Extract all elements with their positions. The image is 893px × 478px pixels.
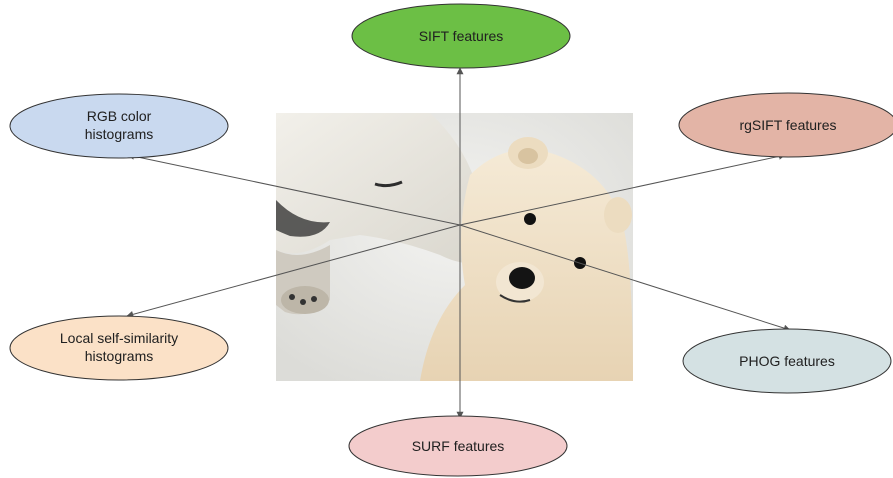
arrow-to-lss [126, 224, 461, 318]
node-rgsift: rgSIFT features [678, 92, 893, 158]
node-phog-ellipse [682, 328, 892, 394]
node-phog-label: PHOG features [739, 353, 835, 369]
node-rgsift-ellipse [678, 92, 893, 158]
node-sift: SIFT features [351, 3, 571, 69]
node-lss-ellipse [9, 315, 229, 381]
node-surf: SURF features [348, 415, 568, 477]
arrow-to-rgb [127, 152, 461, 226]
arrow-to-phog [459, 224, 791, 332]
node-lss-label-line2: histograms [85, 348, 153, 364]
node-lss: Local self-similarity histograms [9, 315, 229, 381]
node-rgb-label-line2: histograms [85, 126, 153, 142]
node-lss-label-line1: Local self-similarity [60, 330, 178, 346]
polar-bear-photo [276, 113, 633, 381]
node-sift-label: SIFT features [419, 28, 504, 44]
arrow-to-rgsift [459, 152, 786, 226]
node-phog: PHOG features [682, 328, 892, 394]
arrow-group [126, 67, 791, 419]
node-surf-label: SURF features [412, 438, 505, 454]
node-rgb-label-line1: RGB color [87, 108, 152, 124]
node-surf-ellipse [348, 415, 568, 477]
node-rgb-ellipse [9, 93, 229, 159]
node-rgsift-label: rgSIFT features [739, 117, 836, 133]
node-sift-ellipse [351, 3, 571, 69]
node-rgb: RGB color histograms [9, 93, 229, 159]
